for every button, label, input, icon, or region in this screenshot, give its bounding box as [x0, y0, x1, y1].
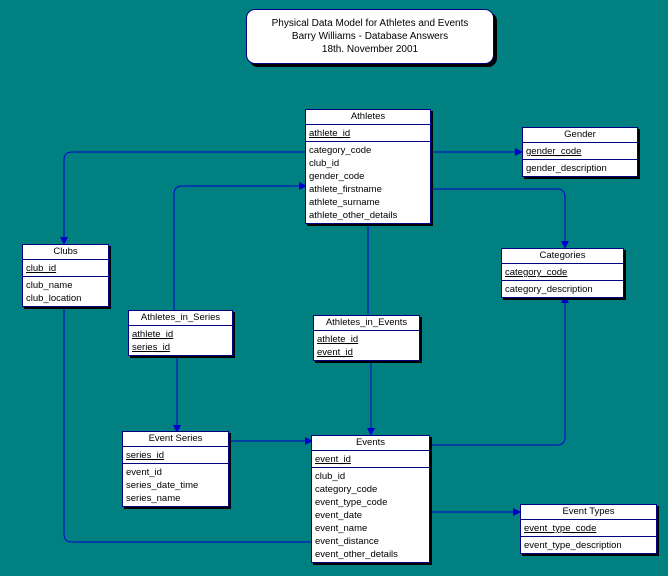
athletes-key-section: athlete_id [306, 125, 430, 142]
entity-gender[interactable]: Gender gender_code gender_description [522, 127, 638, 177]
clubs-key-section: club_id [23, 260, 108, 277]
primary-key-field: series_id [132, 342, 171, 353]
categories-key-section: category_code [502, 264, 623, 281]
attribute-field: club_name [26, 280, 73, 291]
attribute-field: event_name [315, 523, 368, 534]
gender-attribute-section: gender_description [523, 160, 637, 176]
clubs-attribute-section: club_name club_location [23, 277, 108, 306]
entity-clubs[interactable]: Clubs club_id club_name club_location [22, 244, 109, 307]
athletes-in-series-key-section: athlete_id series_id [129, 326, 232, 355]
athletes-in-events-entity-name: Athletes_in_Events [314, 316, 419, 331]
attribute-field: club_id [309, 158, 340, 169]
attribute-field: category_description [505, 284, 593, 295]
entity-event-types[interactable]: Event Types event_type_code event_type_des… [520, 504, 657, 554]
diagram-title: Physical Data Model for Athletes and Eve… [271, 18, 469, 29]
entity-categories[interactable]: Categories category_code category_descript… [501, 248, 624, 298]
attribute-field: series_name [126, 493, 181, 504]
diagram-author: Barry Williams - Database Answers [291, 31, 449, 42]
primary-key-field: event_id [315, 454, 351, 465]
entity-athletes-in-series[interactable]: Athletes_in_Series athlete_id series_id [128, 310, 233, 356]
primary-key-field: category_code [505, 267, 568, 278]
categories-entity-name: Categories [502, 249, 623, 264]
rel-events-clubs [60, 301, 312, 543]
primary-key-field: athlete_id [132, 329, 174, 340]
athletes-attribute-section: category_code club_id gender_code athlete_f… [306, 142, 430, 223]
attribute-field: club_location [26, 293, 82, 304]
gender-key-section: gender_code [523, 143, 637, 160]
attribute-field: athlete_firstname [309, 184, 382, 195]
attribute-field: athlete_surname [309, 197, 380, 208]
attribute-field: event_id [126, 467, 162, 478]
rel-athletes-clubs [60, 151, 306, 245]
attribute-field: gender_code [309, 171, 365, 182]
gender-entity-name: Gender [523, 128, 637, 143]
attribute-field: event_other_details [315, 549, 398, 560]
event-series-attribute-section: event_id series_date_time series_name [123, 464, 228, 506]
event-series-entity-name: Event Series [123, 432, 228, 447]
attribute-field: event_date [315, 510, 363, 521]
attribute-field: athlete_other_details [309, 210, 398, 221]
entity-events[interactable]: Events event_id club_id category_code event_… [311, 435, 430, 563]
event-types-key-section: event_type_code [521, 520, 656, 537]
rel-events-categories [428, 295, 569, 446]
athletes-in-events-key-section: athlete_id event_id [314, 331, 419, 360]
categories-attribute-section: category_description [502, 281, 623, 297]
events-entity-name: Events [312, 436, 429, 451]
primary-key-field: athlete_id [317, 334, 359, 345]
athletes-in-series-entity-name: Athletes_in_Series [129, 311, 232, 326]
diagram-date: 18th. November 2001 [321, 44, 419, 55]
primary-key-field: series_id [126, 450, 165, 461]
attribute-field: event_type_code [315, 497, 388, 508]
attribute-field: series_date_time [126, 480, 199, 491]
attribute-field: club_id [315, 471, 346, 482]
event-types-attribute-section: event_type_description [521, 537, 656, 553]
attribute-field: category_code [309, 145, 372, 156]
athletes-entity-name: Athletes [306, 110, 430, 125]
attribute-field: category_code [315, 484, 378, 495]
entity-athletes-in-events[interactable]: Athletes_in_Events athlete_id event_id [313, 315, 420, 361]
primary-key-field: event_type_code [524, 523, 597, 534]
primary-key-field: event_id [317, 347, 353, 358]
primary-key-field: athlete_id [309, 128, 351, 139]
primary-key-field: gender_code [526, 146, 582, 157]
rel-athletes-categories [430, 188, 569, 249]
attribute-field: event_distance [315, 536, 379, 547]
attribute-field: event_type_description [524, 540, 622, 551]
events-key-section: event_id [312, 451, 429, 468]
diagram-title-box: Physical Data Model for Athletes and Eve… [246, 9, 494, 64]
rel-series-athletes [173, 182, 307, 312]
event-types-entity-name: Event Types [521, 505, 656, 520]
primary-key-field: club_id [26, 263, 57, 274]
event-series-key-section: series_id [123, 447, 228, 464]
attribute-field: gender_description [526, 163, 607, 174]
entity-event-series[interactable]: Event Series series_id event_id series_date… [122, 431, 229, 507]
clubs-entity-name: Clubs [23, 245, 108, 260]
